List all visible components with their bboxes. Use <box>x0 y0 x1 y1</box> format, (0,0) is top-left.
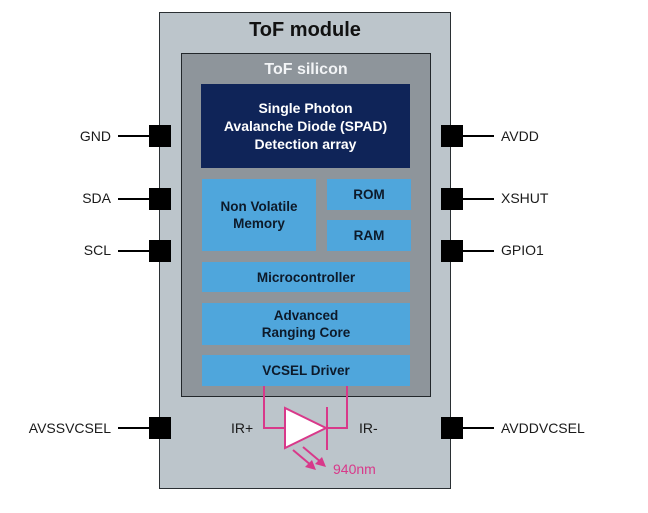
silicon-title: ToF silicon <box>264 61 348 78</box>
microcontroller-block: Microcontroller <box>202 262 410 292</box>
pin-wire-xshut <box>462 198 494 200</box>
ir-plus-label: IR+ <box>231 420 254 436</box>
advanced-ranging-core-block: Advanced Ranging Core <box>202 303 410 345</box>
pin-avdd <box>441 125 463 147</box>
pin-label-sda: SDA <box>82 190 111 206</box>
wavelength-label: 940nm <box>333 461 376 477</box>
pin-gpio1 <box>441 240 463 262</box>
nvm-line-2: Memory <box>233 216 285 231</box>
pin-label-avssvcsel: AVSSVCSEL <box>28 420 111 436</box>
pin-wire-avssvcsel <box>118 427 150 429</box>
pin-label-gnd: GND <box>79 128 111 144</box>
ram-block: RAM <box>327 220 411 251</box>
spad-line-1: Single Photon <box>258 100 353 116</box>
pin-wire-scl <box>118 250 150 252</box>
vcsel-driver-block: VCSEL Driver <box>202 355 410 386</box>
pin-scl <box>149 240 171 262</box>
nvm-line-1: Non Volatile <box>220 199 298 214</box>
pin-avssvcsel <box>149 417 171 439</box>
pin-gnd <box>149 125 171 147</box>
pin-label-scl: SCL <box>83 242 111 258</box>
rom-block: ROM <box>327 179 411 210</box>
pin-xshut <box>441 188 463 210</box>
pin-wire-avdd <box>462 135 494 137</box>
arc-line-1: Advanced <box>273 308 339 323</box>
pin-avddvcsel <box>441 417 463 439</box>
spad-line-3: Detection array <box>254 136 357 152</box>
spad-detection-array-block: Single Photon Avalanche Diode (SPAD) Det… <box>201 84 410 168</box>
pin-label-avddvcsel: AVDDVCSEL <box>501 420 585 436</box>
pin-label-xshut: XSHUT <box>501 190 549 206</box>
pin-wire-sda <box>118 198 150 200</box>
module-title: ToF module <box>249 19 361 41</box>
ir-minus-label: IR- <box>359 420 378 436</box>
arc-line-2: Ranging Core <box>261 325 351 340</box>
pin-wire-gnd <box>118 135 150 137</box>
pin-label-gpio1: GPIO1 <box>501 242 544 258</box>
pin-wire-gpio1 <box>462 250 494 252</box>
pin-sda <box>149 188 171 210</box>
pin-wire-avddvcsel <box>462 427 494 429</box>
non-volatile-memory-block: Non Volatile Memory <box>202 179 316 251</box>
pin-label-avdd: AVDD <box>501 128 539 144</box>
spad-line-2: Avalanche Diode (SPAD) <box>223 118 388 134</box>
